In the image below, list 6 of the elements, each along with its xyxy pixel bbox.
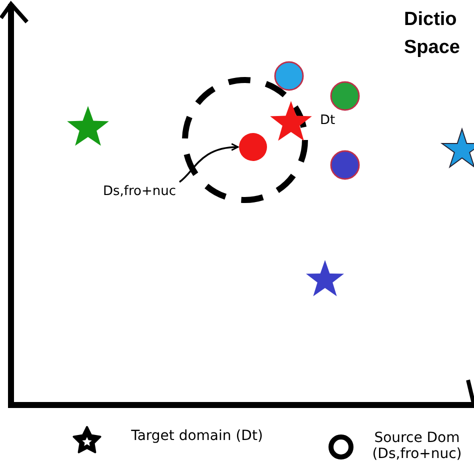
axis-title: Dictio Space bbox=[404, 8, 461, 60]
legend-label: Target domain (Dt) bbox=[130, 428, 264, 444]
point-label: Dt bbox=[320, 113, 336, 128]
point-label: Ds,fro+nuc bbox=[103, 184, 176, 199]
legend-label: Source Dom (Ds,fro+nuc) bbox=[371, 430, 463, 462]
circle-marker bbox=[239, 133, 267, 161]
